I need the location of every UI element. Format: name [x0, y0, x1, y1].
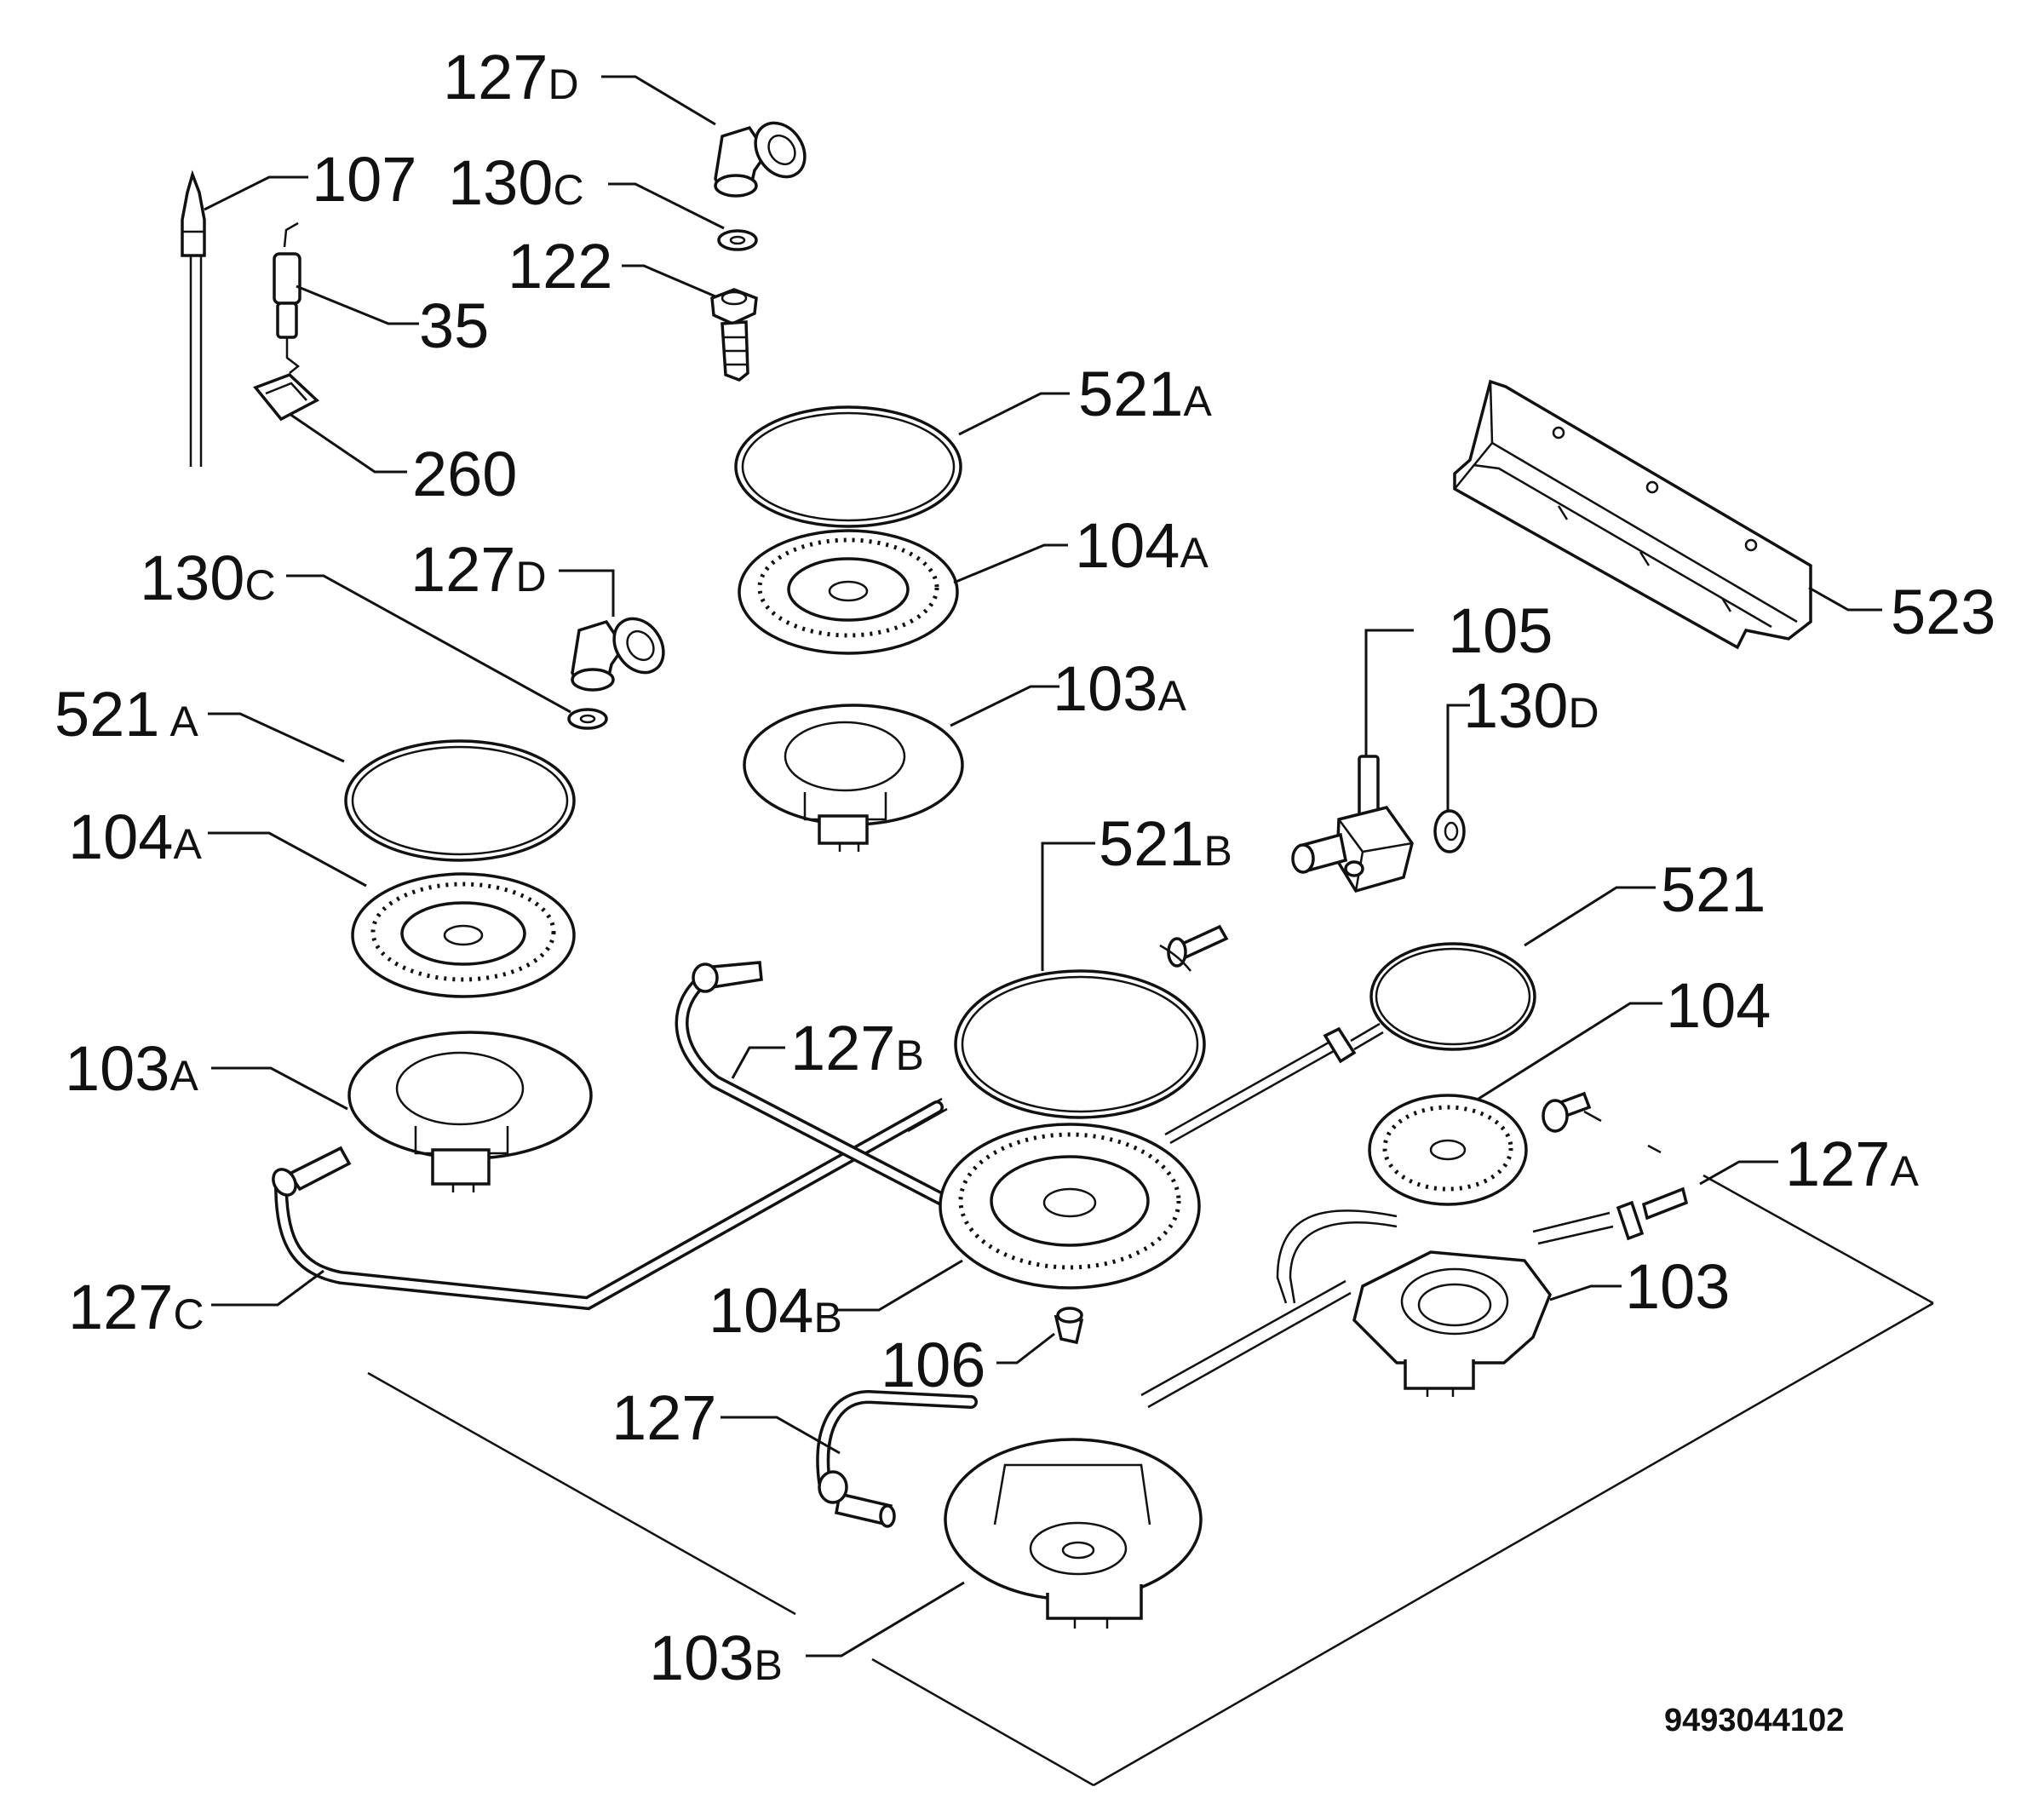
- elbow-fitting-127d-top: [714, 121, 807, 198]
- screw-lower: [1542, 1091, 1592, 1133]
- elbow-fitting-127d-mid: [571, 617, 665, 692]
- label-260: 260: [412, 439, 517, 509]
- part-labels: 127D 107 130C 122 35 260 521A 104A 103A …: [55, 42, 1995, 1738]
- washer-130d: [1433, 809, 1466, 853]
- leader-lines: [204, 75, 1882, 1657]
- burner-base-103b: [944, 1438, 1203, 1629]
- hob-panel-outline: [367, 1110, 1934, 1787]
- label-104a-top: 104A: [1075, 510, 1209, 581]
- gas-pipe-127a: [1532, 1186, 1689, 1245]
- thermocouple-lead-lower: [902, 1097, 1352, 1409]
- injector-106: [1054, 1307, 1084, 1345]
- label-103: 103: [1625, 1251, 1730, 1322]
- washer-130c-top: [717, 229, 758, 251]
- flame-spreader-104: [1368, 1094, 1528, 1206]
- burner-base-103a-left: [347, 1031, 593, 1192]
- label-104a-left: 104A: [68, 801, 202, 872]
- washer-130c-mid: [567, 708, 608, 730]
- label-103a-left: 103A: [65, 1033, 198, 1104]
- gas-pipe-127c: [272, 1100, 944, 1311]
- label-521: 521: [1661, 854, 1766, 925]
- label-103a-top: 103A: [1053, 653, 1186, 724]
- label-521a-top: 521A: [1078, 359, 1212, 429]
- label-107: 107: [312, 144, 416, 215]
- rail-bracket-523: [1453, 379, 1812, 650]
- burner-cap-521a-top: [734, 405, 962, 528]
- injector-holder-122: [710, 288, 758, 382]
- clip-260: [253, 372, 319, 422]
- gas-valve-105: [1291, 755, 1414, 893]
- burner-base-103a-top: [743, 704, 964, 852]
- label-523: 523: [1891, 577, 1995, 647]
- flame-spreader-104a-top: [738, 529, 959, 655]
- label-127a: 127A: [1785, 1129, 1919, 1199]
- label-105: 105: [1448, 595, 1553, 666]
- flame-spreader-104a-left: [351, 872, 576, 998]
- label-127: 127: [611, 1382, 716, 1453]
- flame-spreader-104b: [939, 1123, 1201, 1290]
- gas-pipe-127b: [675, 961, 952, 1208]
- screw-upper: [1159, 924, 1229, 972]
- pipe-right-curve: [1276, 1209, 1398, 1304]
- thermocouple-107: [181, 169, 206, 467]
- burner-cap-521b: [954, 969, 1206, 1119]
- label-521b: 521B: [1099, 808, 1232, 879]
- label-127d-top: 127D: [443, 42, 579, 112]
- label-130d: 130D: [1463, 670, 1599, 741]
- gas-pipe-127: [816, 1389, 978, 1528]
- label-130c-top: 130C: [448, 147, 584, 218]
- label-106: 106: [881, 1330, 985, 1400]
- label-35: 35: [419, 290, 489, 361]
- label-127c: 127C: [68, 1272, 204, 1342]
- spark-electrode-35: [273, 221, 301, 374]
- burner-cap-521: [1369, 942, 1536, 1051]
- label-127b: 127B: [790, 1013, 924, 1083]
- burner-cap-521a-left: [344, 739, 576, 862]
- label-103b: 103B: [649, 1623, 783, 1693]
- thermocouple-lead-right: [1164, 1022, 1384, 1145]
- drawing-code: 9493044102: [1664, 1703, 1844, 1738]
- label-130c-mid: 130C: [140, 543, 276, 613]
- label-122: 122: [508, 231, 612, 302]
- burner-base-103: [1352, 1250, 1552, 1397]
- label-104: 104: [1666, 970, 1771, 1041]
- label-127d-mid: 127D: [411, 534, 547, 605]
- label-104b: 104B: [709, 1275, 842, 1346]
